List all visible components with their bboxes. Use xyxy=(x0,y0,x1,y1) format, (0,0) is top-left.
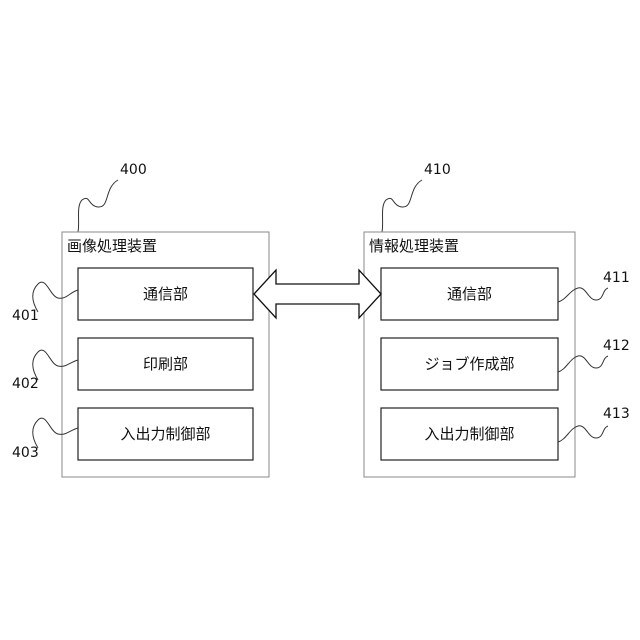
device-b: 410 情報処理装置 通信部 411 ジョブ作成部 412 入出力制御部 413 xyxy=(364,162,630,477)
device-a-print-label: 印刷部 xyxy=(143,355,188,373)
device-b-io-label: 入出力制御部 xyxy=(424,425,514,443)
device-b-comm-label: 通信部 xyxy=(447,285,492,303)
device-b-comm-leader xyxy=(558,288,608,302)
device-b-job-ref: 412 xyxy=(603,338,630,354)
device-b-job-label: ジョブ作成部 xyxy=(424,355,514,373)
device-a-leader xyxy=(78,180,118,232)
device-b-title: 情報処理装置 xyxy=(369,237,459,255)
device-b-io-leader xyxy=(558,426,608,442)
device-a-io-ref: 403 xyxy=(12,445,39,461)
device-a-comm-ref: 401 xyxy=(12,308,39,324)
device-a-title: 画像処理装置 xyxy=(67,237,157,255)
device-a-comm-label: 通信部 xyxy=(143,285,188,303)
device-b-comm-ref: 411 xyxy=(603,270,630,286)
device-a-ref: 400 xyxy=(120,162,147,178)
device-a-io-label: 入出力制御部 xyxy=(120,425,210,443)
device-a-io-leader xyxy=(33,418,78,448)
device-a-print-ref: 402 xyxy=(12,376,39,392)
bidirectional-arrow-icon xyxy=(254,270,381,318)
device-b-leader xyxy=(382,180,422,232)
device-a-print-leader xyxy=(33,350,78,380)
device-a-comm-leader xyxy=(33,282,78,312)
device-a: 400 画像処理装置 通信部 401 印刷部 402 入出力制御部 403 xyxy=(12,162,269,477)
device-b-io-ref: 413 xyxy=(603,406,630,422)
device-b-job-leader xyxy=(558,356,608,372)
device-b-ref: 410 xyxy=(424,162,451,178)
